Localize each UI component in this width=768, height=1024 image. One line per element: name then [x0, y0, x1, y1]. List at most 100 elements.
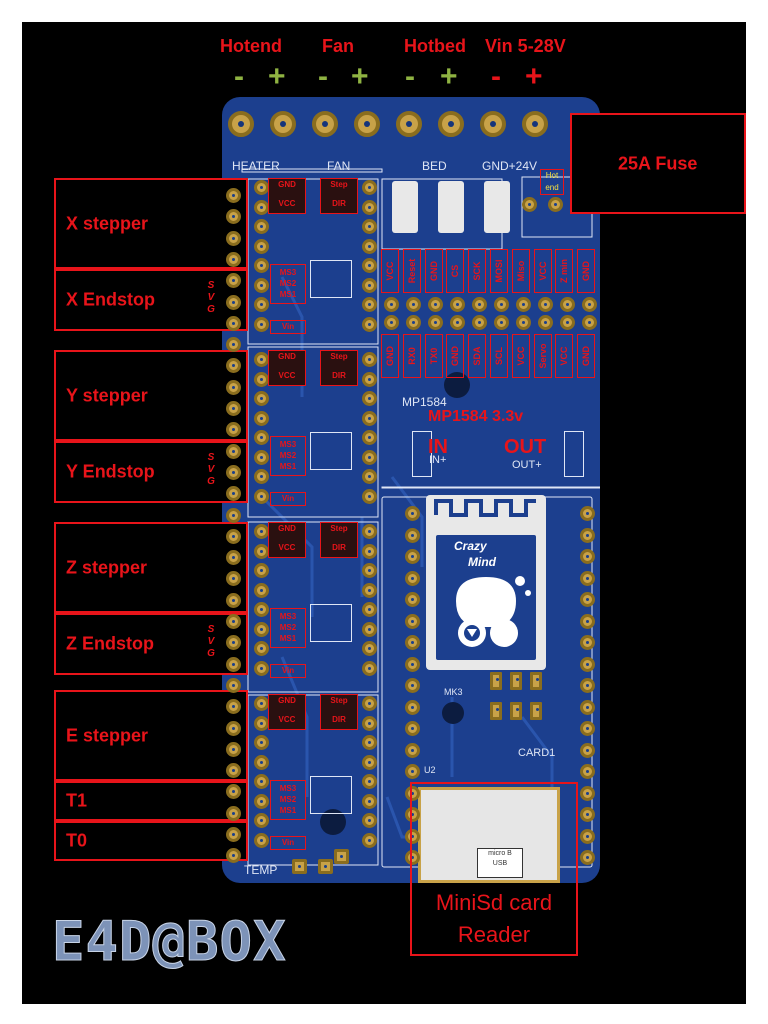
header-pin-text: Miso: [515, 260, 526, 282]
connector-pin: [226, 720, 241, 736]
ms1-text: MS1: [279, 806, 297, 815]
gnd-text: GND: [278, 352, 296, 361]
header-pin: [472, 297, 487, 312]
driver-pin: [362, 258, 377, 273]
esp-left-pin: [405, 527, 420, 543]
connector-pin: [226, 379, 241, 395]
hotend-label: Hotend: [220, 36, 282, 56]
header-pin: [516, 315, 531, 330]
driver-pin: [254, 469, 269, 484]
x-endstop-callout: X Endstop: [54, 269, 248, 331]
driver-pin: [254, 410, 269, 426]
header-pin: [516, 297, 531, 312]
header-pin: [450, 297, 465, 312]
t0-label: T0: [66, 830, 88, 851]
driver-pin: [362, 371, 377, 387]
driver-pin: [362, 754, 377, 770]
driver-pin: [362, 602, 377, 617]
esp-left-pin: [405, 764, 420, 779]
minisd-line2: Reader: [457, 922, 531, 947]
resistor-array: [490, 672, 550, 732]
driver-pin: [254, 735, 269, 750]
mp1584-in: IN: [428, 436, 448, 458]
hotbed-plus-pad: [438, 111, 464, 137]
fan-silk: FAN: [327, 159, 351, 173]
fan-label: Fan: [322, 36, 355, 56]
crazy-mind-logo: Crazy Mind: [436, 535, 536, 660]
driver-vin-box: Vin: [270, 492, 306, 506]
minisd-label-box: MiniSd card Reader: [410, 885, 578, 956]
temp-pad: [318, 859, 333, 874]
jumper-block: [438, 181, 464, 233]
gnd-text: GND: [278, 524, 296, 533]
driver-pin: [362, 199, 377, 215]
y-stepper-label: Y stepper: [66, 385, 148, 405]
mk3-capacitor: [442, 702, 464, 724]
esp-right-pin: [580, 506, 595, 521]
mp1584-silk: MP1584: [402, 395, 447, 409]
connector-pin: [226, 188, 241, 203]
driver-pin: [362, 410, 377, 426]
connector-pin: [226, 209, 241, 225]
esp-left-pin: [405, 570, 420, 586]
hotend-minus-pad: [228, 111, 254, 137]
driver-pin: [254, 430, 269, 445]
jumper-block: [392, 181, 418, 233]
e-stepper-label: E stepper: [66, 725, 149, 745]
header-pin-text: CS: [450, 264, 461, 278]
esp-left-pin: [405, 506, 420, 521]
header-pin-text: VCC: [385, 261, 395, 281]
microsd-slot: micro B USB: [418, 787, 560, 883]
connector-pin: [226, 528, 241, 544]
minisd-line1: MiniSd card: [435, 890, 553, 915]
driver-pin: [254, 832, 269, 848]
driver-pin: [362, 352, 377, 367]
driver-pin: [254, 696, 269, 711]
fuse-callout: 25A Fuse: [570, 113, 746, 214]
header-bottom-pin-label: GND: [381, 334, 399, 378]
header-top-pin-label: Z min: [555, 249, 574, 293]
temp-pad: [334, 849, 349, 864]
connector-pin: [226, 848, 241, 864]
esp-left-pin: [405, 785, 420, 801]
driver-pin: [254, 641, 269, 656]
hotbed-minus-pad: [396, 111, 422, 137]
driver-pin: [362, 735, 377, 750]
micro-b-text: micro B: [488, 850, 512, 857]
driver-vin-box: Vin: [270, 320, 306, 334]
esp-right-pin: [580, 570, 595, 586]
step-text: Step: [330, 696, 348, 705]
header-bottom-pin-label: TX0: [424, 334, 443, 378]
vcc-text: VCC: [278, 543, 296, 552]
mp1584-out: OUT: [504, 436, 547, 458]
header-top-pin-label: VCC: [533, 249, 552, 293]
ms2-text: MS2: [279, 623, 297, 632]
ms3-text: MS3: [279, 268, 297, 277]
usb-port: micro B USB: [477, 848, 523, 878]
driver-pin: [254, 813, 269, 828]
header-pin-text: Reset: [406, 258, 417, 284]
driver-pin: [362, 832, 377, 848]
pcb-board: HEATER FAN BED GND+24V TEMP CARD1 U2 MK3…: [222, 97, 600, 883]
usb-text: USB: [492, 860, 508, 867]
driver-pin: [254, 199, 269, 215]
header-bottom-pin-label: VCC: [555, 334, 574, 378]
driver-pin: [362, 277, 377, 293]
esp-left-pin: [405, 678, 420, 693]
mk3-silk: MK3: [444, 687, 463, 697]
mp1584-title: MP1584 3.3v: [428, 408, 524, 425]
driver-vin-box: Vin: [270, 836, 306, 850]
driver-pin: [254, 371, 269, 387]
temp-silk: TEMP: [244, 863, 278, 877]
z-endstop-callout: Z Endstop: [54, 613, 248, 675]
header-bottom-pin-label: Servo: [533, 334, 552, 378]
connector-pin: [226, 784, 241, 800]
ms1-text: MS1: [279, 462, 297, 471]
logo-mind-text: Mind: [468, 555, 496, 569]
